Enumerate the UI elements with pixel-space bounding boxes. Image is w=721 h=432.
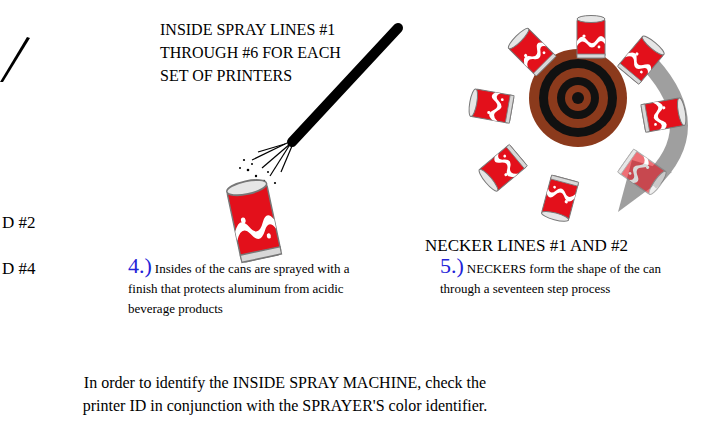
callout-number: 5.) <box>440 253 464 278</box>
panel-fragment-label: D #4 <box>2 258 36 280</box>
panel-fragment-label: D #2 <box>2 212 36 234</box>
spray-mist <box>252 143 292 176</box>
station-heading: INSIDE SPRAY LINES #1 THROUGH #6 FOR EAC… <box>160 18 350 87</box>
rotation-arrow <box>618 64 679 212</box>
step-description: Insides of the cans are sprayed with a f… <box>128 261 349 316</box>
step-description-group: 4.)Insides of the cans are sprayed with … <box>128 256 380 318</box>
caption: In order to identify the INSIDE SPRAY MA… <box>10 371 560 417</box>
nozzle-fragment <box>0 37 30 82</box>
callout-number: 4.) <box>128 253 152 278</box>
step-description-group: 5.)NECKERS form the shape of the can thr… <box>440 256 690 298</box>
step-description: NECKERS form the shape of the can throug… <box>440 261 661 296</box>
